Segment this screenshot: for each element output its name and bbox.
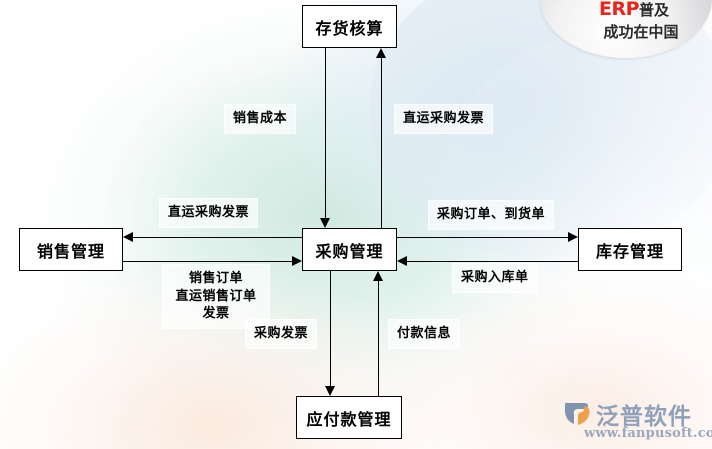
arrowhead-purchase-to-stock — [568, 232, 578, 242]
fanpu-logo-url: www.fanpusoft.com — [584, 426, 712, 441]
edge-line-purchase-to-inv — [381, 58, 382, 228]
arrowhead-stock-to-purchase — [397, 256, 407, 266]
erp-badge-tail: 普及 — [639, 1, 670, 19]
node-stock-management[interactable]: 库存管理 — [578, 228, 682, 271]
edge-line-sales-to-purchase — [123, 261, 292, 262]
edge-label-sales-orders-line3: 发票 — [202, 306, 230, 322]
edge-line-payable-to-purchase — [378, 281, 379, 396]
arrowhead-purchase-to-inv — [376, 48, 386, 58]
edge-label-purchase-order-receipt: 采购订单、到货单 — [428, 200, 555, 230]
edge-line-purchase-to-sales — [133, 237, 302, 238]
arrowhead-purchase-to-payable — [325, 386, 335, 396]
erp-badge-line1: ERP普及 — [556, 0, 712, 22]
edge-label-sales-orders-line1: 销售订单 — [188, 271, 243, 286]
fanpu-logo-text: 泛普软件 — [596, 404, 692, 430]
edge-label-sales-orders-line2: 直运销售订单 — [175, 288, 257, 304]
node-purchase-management[interactable]: 采购管理 — [302, 228, 397, 271]
edge-label-purchase-warehouse-receipt: 采购入库单 — [452, 263, 538, 293]
edge-label-sales-cost: 销售成本 — [224, 104, 297, 134]
edge-line-inv-to-purchase — [325, 48, 326, 218]
edge-label-direct-purchase-invoice-top: 直运采购发票 — [394, 104, 494, 134]
erp-badge-line2: 成功在中国 — [603, 22, 679, 41]
fanpu-logo-icon — [565, 403, 590, 425]
edge-label-purchase-invoice: 采购发票 — [245, 319, 318, 349]
fanpu-logo: 泛普软件 www.fanpusoft.com — [562, 396, 712, 446]
erp-badge: ERP普及 成功在中国 — [556, 0, 712, 42]
arrowhead-sales-to-purchase — [292, 256, 302, 266]
arrowhead-purchase-to-sales — [123, 232, 133, 242]
edge-label-sales-orders: 销售订单 直运销售订单 发票 — [162, 264, 270, 329]
edge-line-purchase-to-stock — [397, 237, 568, 238]
node-inventory-accounting[interactable]: 存货核算 — [302, 5, 397, 48]
arrowhead-inv-to-purchase — [320, 218, 330, 228]
edge-label-direct-purchase-invoice-left: 直运采购发票 — [159, 198, 259, 228]
edge-line-purchase-to-payable — [330, 271, 331, 386]
arrowhead-payable-to-purchase — [373, 271, 383, 281]
edge-label-payment-info: 付款信息 — [388, 319, 461, 349]
edge-line-stock-to-purchase — [407, 261, 578, 262]
node-payable-management[interactable]: 应付款管理 — [296, 396, 402, 439]
erp-badge-word: ERP — [598, 0, 640, 20]
node-sales-management[interactable]: 销售管理 — [19, 228, 123, 271]
